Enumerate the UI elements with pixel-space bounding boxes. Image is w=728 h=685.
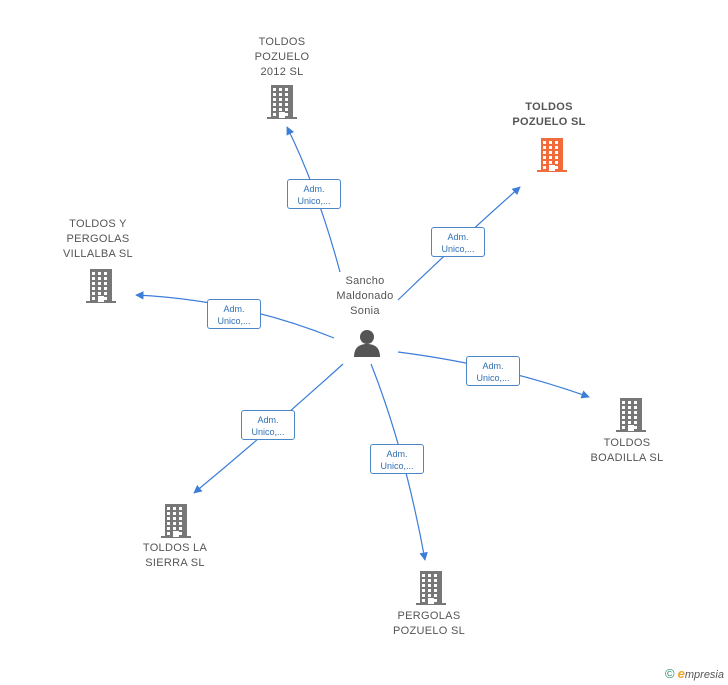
person-label[interactable]: Sancho Maldonado Sonia (336, 275, 394, 317)
company-label[interactable]: TOLDOS POZUELO 2012 SL (254, 36, 310, 78)
edge-label-box[interactable]: Adm. Unico,... (207, 299, 261, 329)
company-label[interactable]: PERGOLAS POZUELO SL (392, 610, 466, 637)
edge-label-box[interactable]: Adm. Unico,... (466, 356, 520, 386)
edge-label-box[interactable]: Adm. Unico,... (287, 179, 341, 209)
company-label[interactable]: TOLDOS BOADILLA SL (590, 437, 664, 464)
building-icon[interactable] (160, 503, 192, 544)
edge-label-box[interactable]: Adm. Unico,... (431, 227, 485, 257)
person-icon[interactable] (352, 328, 382, 363)
building-icon[interactable] (85, 268, 117, 309)
company-label[interactable]: TOLDOS LA SIERRA SL (142, 542, 208, 569)
building-icon[interactable] (266, 84, 298, 125)
brand-logo: empresia (677, 666, 724, 681)
edge-label-box[interactable]: Adm. Unico,... (370, 444, 424, 474)
building-icon[interactable] (615, 397, 647, 438)
company-label-focus[interactable]: TOLDOS POZUELO SL (512, 101, 586, 128)
building-icon[interactable] (536, 137, 568, 178)
footer-brand: © empresia (665, 666, 724, 681)
company-label[interactable]: TOLDOS Y PERGOLAS VILLALBA SL (63, 218, 133, 260)
copyright-icon: © (665, 666, 675, 681)
building-icon[interactable] (415, 570, 447, 611)
edge-label-box[interactable]: Adm. Unico,... (241, 410, 295, 440)
